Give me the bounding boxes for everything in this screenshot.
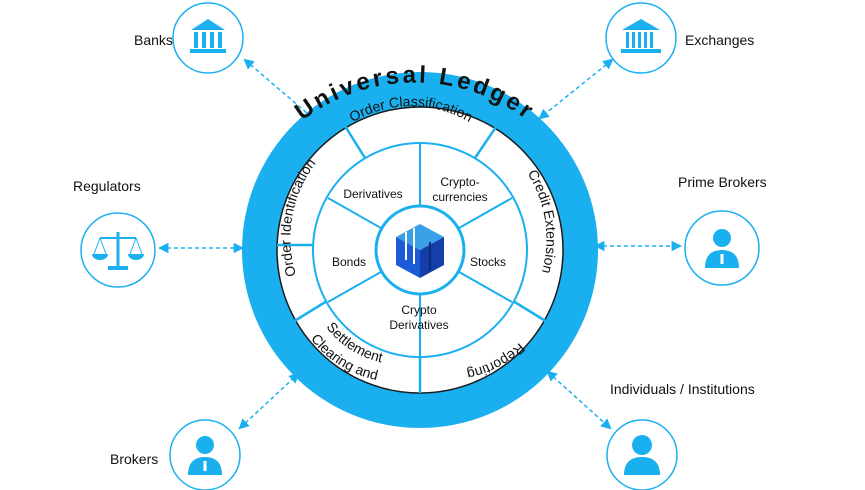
label-regulators: Regulators bbox=[73, 178, 141, 194]
inner-bonds: Bonds bbox=[332, 255, 366, 269]
node-banks bbox=[172, 2, 244, 74]
connector-banks bbox=[243, 58, 317, 122]
label-individuals: Individuals / Institutions bbox=[610, 381, 755, 397]
inner-crypto-derivatives-line1: Crypto bbox=[401, 303, 437, 317]
bank-building-icon bbox=[190, 19, 226, 53]
inner-crypto-line1: Crypto- bbox=[440, 175, 479, 189]
node-prime-brokers bbox=[684, 210, 760, 286]
label-prime-brokers: Prime Brokers bbox=[678, 174, 767, 190]
person-icon bbox=[188, 436, 222, 475]
node-individuals bbox=[606, 419, 678, 490]
inner-crypto-line2: currencies bbox=[432, 190, 487, 204]
scales-icon bbox=[92, 232, 144, 270]
inner-dividers bbox=[327, 143, 513, 357]
inner-stocks: Stocks bbox=[470, 255, 506, 269]
node-exchanges bbox=[605, 2, 677, 74]
person-icon bbox=[624, 435, 660, 475]
inner-crypto-derivatives-line2: Derivatives bbox=[389, 318, 448, 332]
connector-exchanges bbox=[538, 58, 614, 120]
ledger-cube-logo bbox=[396, 224, 444, 278]
connector-lines bbox=[157, 58, 683, 430]
connector-brokers bbox=[238, 372, 300, 430]
connector-individuals bbox=[546, 370, 612, 430]
node-brokers bbox=[169, 419, 241, 490]
label-banks: Banks bbox=[134, 32, 173, 48]
exchange-building-icon bbox=[621, 19, 661, 53]
person-icon bbox=[705, 229, 739, 268]
outer-dividers bbox=[277, 117, 553, 393]
node-regulators bbox=[80, 212, 156, 288]
label-exchanges: Exchanges bbox=[685, 32, 755, 48]
label-brokers: Brokers bbox=[110, 451, 159, 467]
inner-derivatives: Derivatives bbox=[343, 187, 402, 201]
